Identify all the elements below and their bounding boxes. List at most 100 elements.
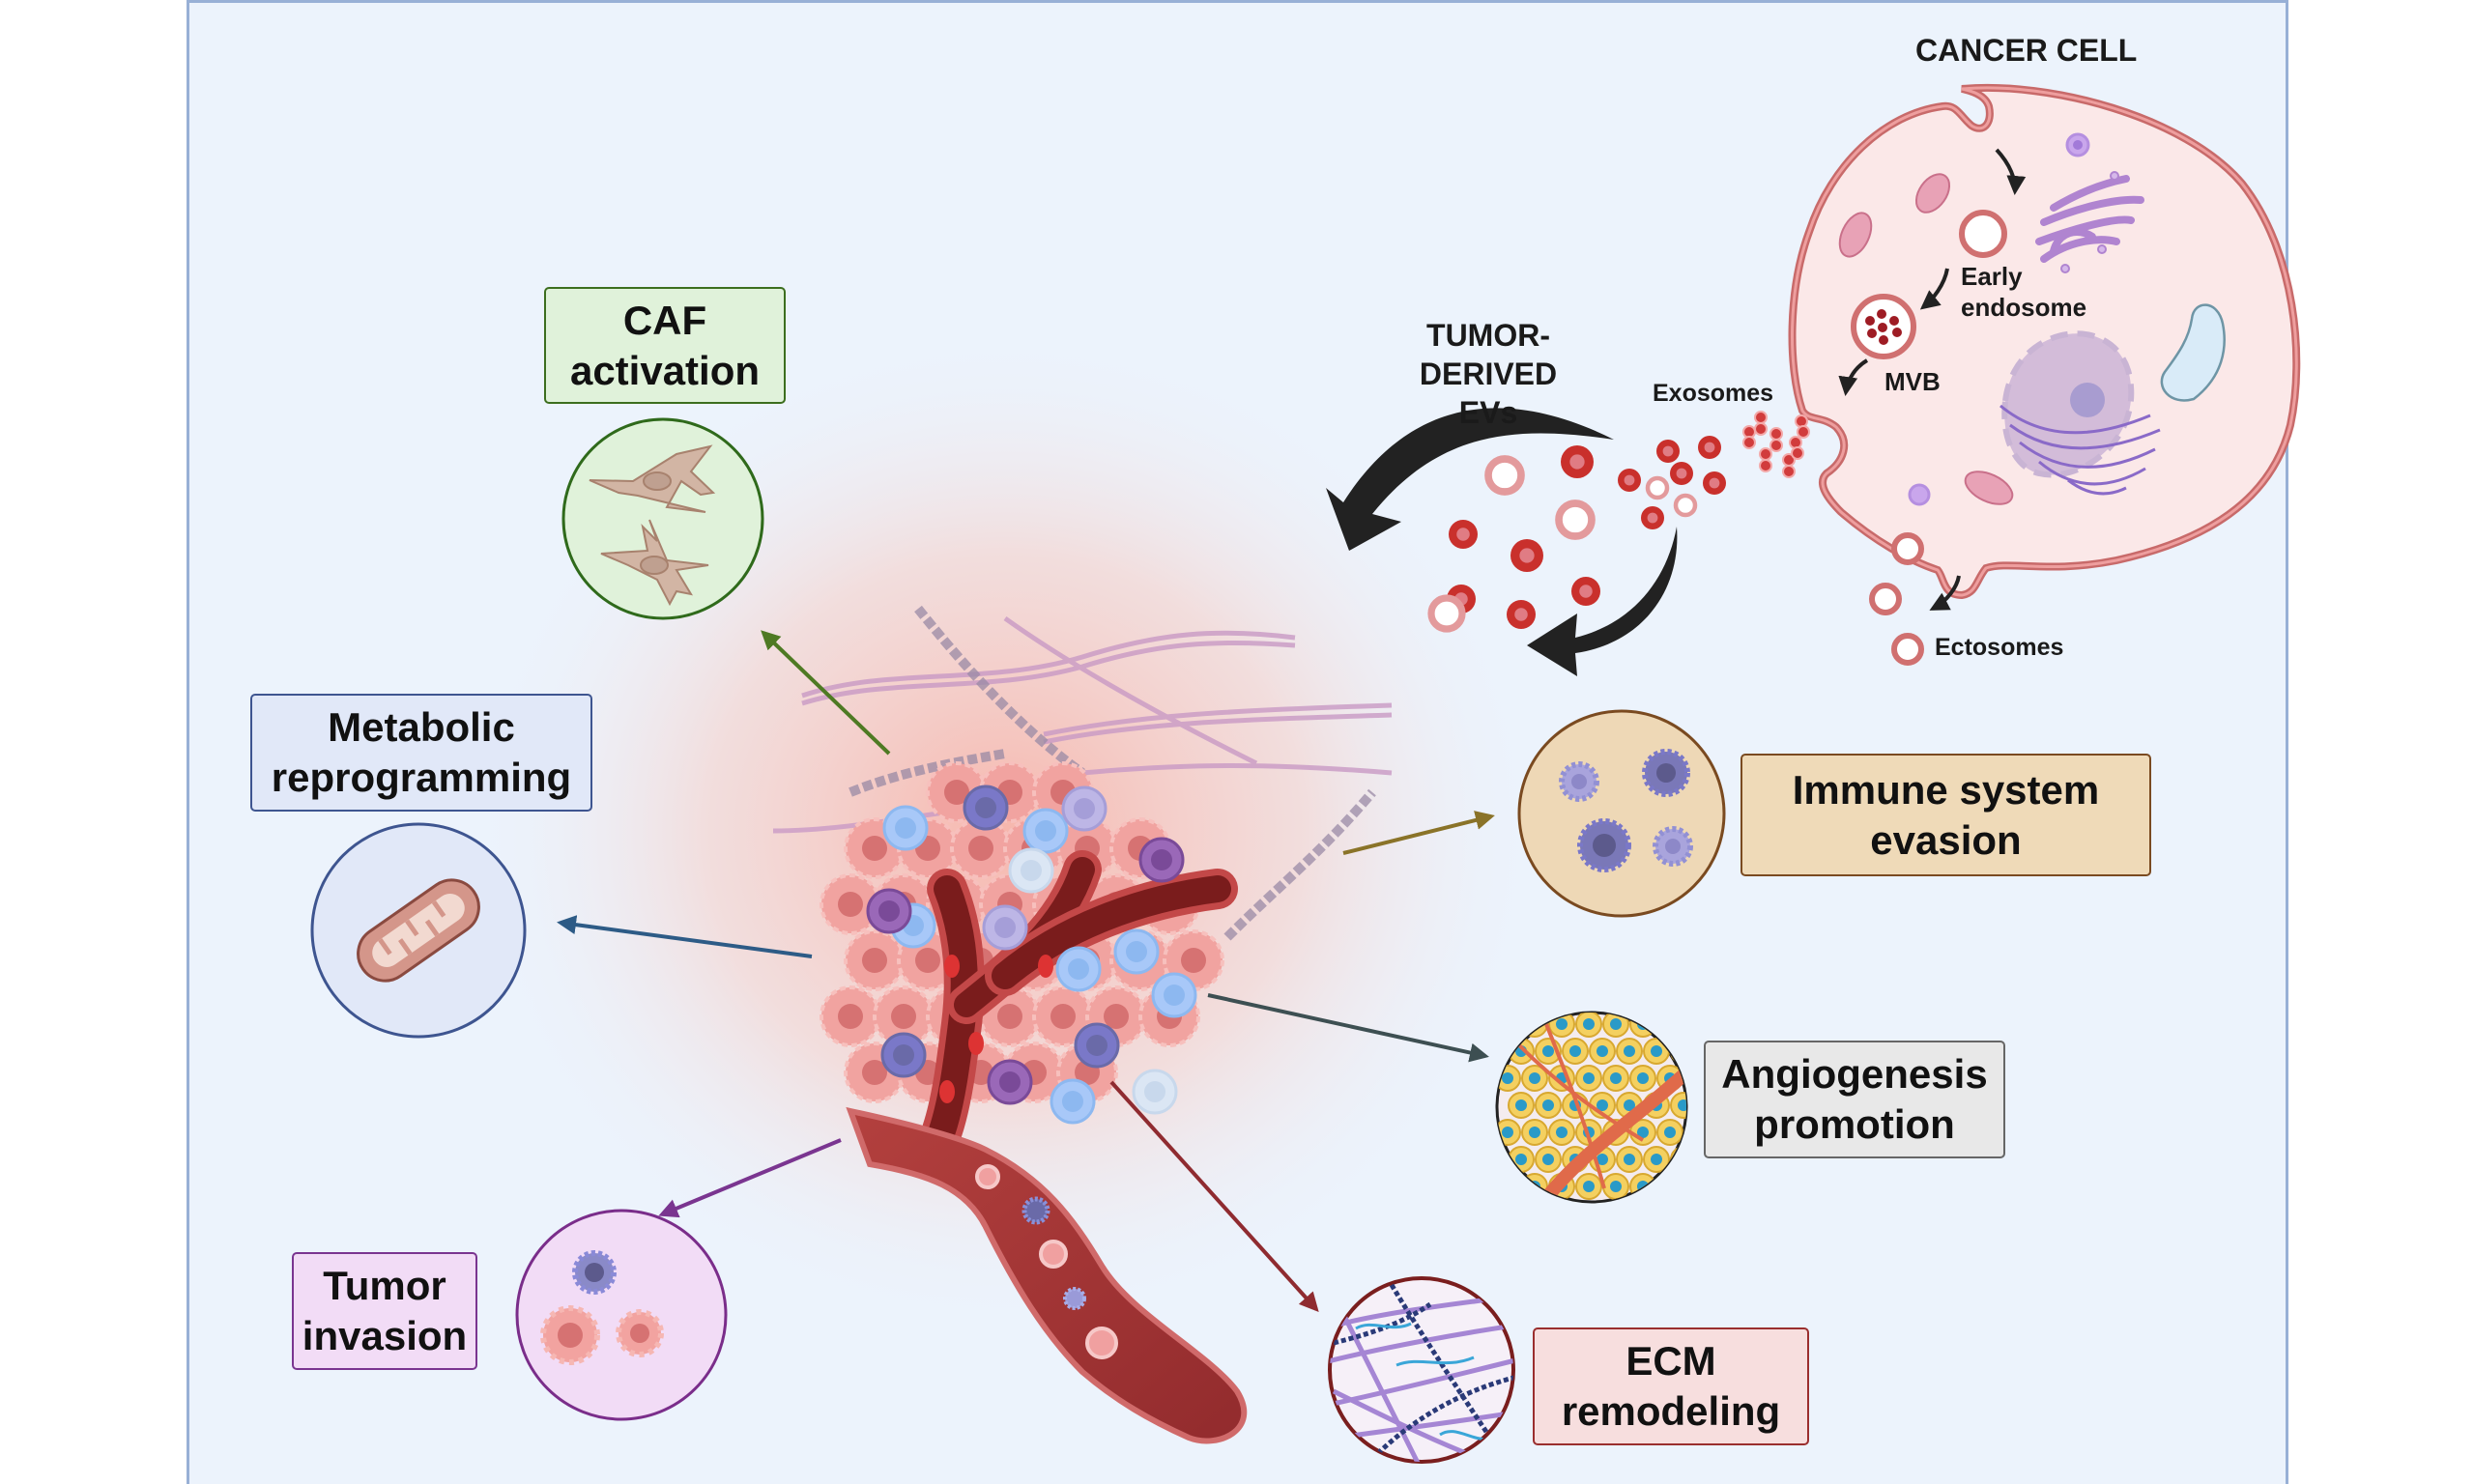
tissue-cell-nucleus (1664, 1181, 1676, 1192)
tumor-cell-nucleus (838, 892, 863, 917)
collagen-fibers (772, 615, 1393, 834)
exosome-vesicle-core (1709, 477, 1720, 489)
microvesicle (1673, 493, 1698, 518)
exosomes-label: Exosomes (1653, 380, 1774, 407)
immune-cell-nucleus (1021, 860, 1042, 881)
immune-cell-nucleus (999, 1071, 1021, 1093)
metabolic-label-line2: reprogramming (271, 755, 572, 800)
microvesicle (1427, 594, 1466, 633)
exosome-vesicle-core (1519, 548, 1535, 563)
tumor-derived-evs (1326, 408, 1678, 676)
invasion-label-line1: Tumor (323, 1263, 446, 1308)
tissue-cell-nucleus (1678, 1099, 1686, 1111)
exosome-vesicle-core (1456, 528, 1470, 541)
mitochondrion-icon (1838, 173, 2014, 505)
immune-cells (866, 785, 1197, 1125)
angiogenesis-circle (1495, 1011, 1688, 1204)
ev-vesicles (1427, 436, 1726, 633)
tissue-cell (1670, 1146, 1686, 1173)
immune-cell-nucleus (1164, 985, 1185, 1006)
immune-cell-nucleus (878, 900, 900, 922)
arrow-to-immune (1342, 811, 1495, 855)
caf-circle (561, 417, 764, 620)
tumor-cell-nucleus (838, 1004, 863, 1029)
lysosome-icon (1908, 483, 1931, 506)
cancer-cell-title: CANCER CELL (1915, 33, 2138, 68)
blood-vessel-branch (922, 850, 1238, 1151)
mvb-icon (1851, 294, 1916, 359)
tissue-cell-nucleus (1610, 1181, 1622, 1192)
ecm-label-line1: ECM (1625, 1338, 1716, 1384)
metabolic-circle (310, 822, 527, 1039)
exosome-vesicle-core (1676, 468, 1687, 479)
ecm-remodeling-label: ECM remodeling (1533, 1327, 1809, 1445)
tissue-cell-nucleus (1678, 1045, 1686, 1057)
ev-spread-arrow-upper (1326, 408, 1614, 551)
immune-cell-nucleus (1035, 820, 1056, 842)
tumor-cell-nucleus (1104, 1004, 1129, 1029)
exosome-vesicle-core (1647, 512, 1658, 524)
exosome-vesicle-core (1579, 585, 1593, 598)
fibronectin-chains (849, 605, 1376, 941)
tumor-cell-nucleus (1181, 948, 1206, 973)
evs-title-line1: TUMOR- (1426, 318, 1550, 353)
tissue-cell-nucleus (1664, 1018, 1676, 1030)
early-endosome-label-line1: Early (1961, 262, 2023, 291)
tumor-cell-nucleus (862, 948, 887, 973)
arrow-to-ecm (1109, 1080, 1319, 1312)
immune-evasion-label: Immune system evasion (1740, 754, 2151, 876)
microvesicle (1484, 455, 1525, 496)
tumor-cell-nucleus (997, 1004, 1022, 1029)
immune-cells-icon (1559, 749, 1693, 872)
tissue-cell-nucleus (1583, 1181, 1595, 1192)
tissue-cell-nucleus (1502, 1127, 1513, 1138)
tissue-cell-nucleus (1583, 1018, 1595, 1030)
tissue-cell (1656, 1173, 1683, 1200)
invasion-label-line2: invasion (302, 1313, 468, 1358)
metabolic-reprogramming-label: Metabolic reprogramming (250, 694, 592, 812)
evs-title: TUMOR- DERIVED EVs (1392, 316, 1585, 432)
immune-cell-nucleus (994, 917, 1016, 938)
immune-label-line2: evasion (1870, 816, 2022, 863)
tissue-cell (1497, 1173, 1521, 1200)
tissue-cell-nucleus (1664, 1127, 1676, 1138)
tissue-cell-nucleus (1556, 1127, 1568, 1138)
arrow-to-metabolic (557, 915, 813, 958)
mvb-to-membrane-arrow (1838, 358, 1869, 396)
immune-cell-nucleus (1074, 798, 1095, 819)
ecm-label-line2: remodeling (1561, 1388, 1781, 1434)
exosome-vesicle-core (1624, 474, 1635, 486)
capillary (1544, 1023, 1606, 1189)
tumor-cell-nucleus (915, 948, 940, 973)
immune-cell-nucleus (1144, 1081, 1165, 1102)
tissue-cell-nucleus (1529, 1127, 1540, 1138)
tumor-cell-nucleus (1050, 1004, 1076, 1029)
nucleus-icon (1999, 330, 2161, 496)
ectosomes-label: Ectosomes (1935, 634, 2064, 661)
ev-spread-arrow-lower (1527, 527, 1678, 676)
microvesicle (1645, 475, 1670, 500)
tissue-cell-nucleus (1502, 1181, 1513, 1192)
capillary (1515, 1042, 1645, 1142)
tissue-cell (1656, 1013, 1683, 1038)
tissue-cell-nucleus (1610, 1018, 1622, 1030)
fibroblast-icon (589, 444, 716, 607)
tumor-invasion-label: Tumor invasion (292, 1252, 477, 1370)
tissue-cell-nucleus (1542, 1099, 1554, 1111)
tumor-cell-nucleus (862, 836, 887, 861)
arrow-to-invasion (658, 1138, 842, 1218)
tissue-cell-nucleus (1542, 1045, 1554, 1057)
early-endosome-icon (1959, 210, 2007, 258)
endocytosis-arrow (1995, 148, 2027, 195)
tissue-cell-nucleus (1515, 1099, 1527, 1111)
immune-cell-nucleus (1086, 1035, 1108, 1056)
ectosome-release-arrow (1929, 575, 1961, 611)
golgi-apparatus-icon (2035, 171, 2144, 273)
exosome-vesicle-core (1514, 608, 1528, 621)
ectosome-vesicles (1869, 532, 1924, 666)
caf-label-line1: CAF (622, 297, 707, 343)
tissue-cell-nucleus (1569, 1045, 1581, 1057)
immune-label-line1: Immune system (1792, 766, 2100, 813)
immune-cell-nucleus (1062, 1091, 1083, 1112)
endosome-to-mvb-arrow (1919, 268, 1949, 310)
